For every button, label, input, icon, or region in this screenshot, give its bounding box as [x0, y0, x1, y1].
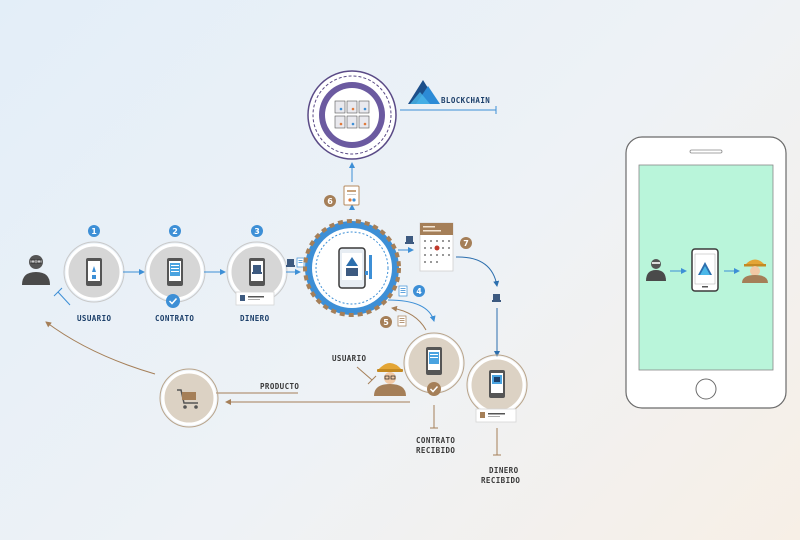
svg-text:1: 1	[91, 227, 97, 236]
svg-text:2: 2	[172, 227, 178, 236]
blockchain-node	[307, 70, 397, 160]
blockchain-label: BLOCKCHAIN	[441, 96, 490, 105]
contrato-label: CONTRATO	[155, 314, 194, 323]
blockchain-logo-icon	[408, 80, 440, 104]
tablet-user-icon	[646, 259, 666, 281]
small-bank-icon-right	[405, 236, 414, 244]
svg-text:5: 5	[383, 318, 389, 327]
dinero-recibido-label-2: RECIBIDO	[481, 476, 520, 485]
central-hub	[303, 219, 401, 317]
svg-text:4: 4	[416, 287, 422, 296]
calendar-icon	[419, 222, 454, 272]
verified-badge-icon-brown	[427, 382, 441, 396]
step-3-phone-node	[226, 241, 288, 303]
small-bank-icon	[286, 259, 295, 267]
usuario-left-label: USUARIO	[77, 314, 111, 323]
tablet-home-button[interactable]	[695, 378, 717, 400]
producto-label: PRODUCTO	[260, 382, 299, 391]
svg-text:3: 3	[254, 227, 260, 236]
small-bank-icon-down	[492, 294, 501, 302]
contrato-recibido-label-2: RECIBIDO	[416, 446, 455, 455]
cart-node	[159, 368, 219, 428]
step-2-badge: 2	[169, 225, 181, 237]
small-document-icon-5	[397, 315, 407, 327]
step-4-badge: 4	[413, 285, 425, 297]
verified-badge-icon	[166, 294, 180, 308]
small-document-icon-4	[398, 285, 408, 297]
small-document-icon	[296, 257, 305, 268]
step-6-badge: 6	[324, 195, 336, 207]
step-1-phone-node	[63, 241, 125, 303]
tablet-phone-icon	[691, 248, 719, 292]
step-3-badge: 3	[251, 225, 263, 237]
svg-text:6: 6	[327, 197, 333, 206]
tablet-worker-icon	[742, 259, 768, 283]
svg-text:7: 7	[463, 239, 469, 248]
step-7-badge: 7	[460, 237, 472, 249]
step-2-phone-node	[144, 241, 206, 303]
bank-card-received	[475, 408, 517, 423]
money-received-phone-node	[466, 354, 528, 416]
contrato-recibido-label-1: CONTRATO	[416, 436, 455, 445]
cart-icon	[177, 389, 198, 409]
user-icon	[22, 255, 50, 285]
dinero-recibido-label-1: DINERO	[489, 466, 519, 475]
dinero-label: DINERO	[240, 314, 270, 323]
step-1-badge: 1	[88, 225, 100, 237]
bank-card	[235, 291, 275, 306]
worker-icon	[374, 363, 406, 396]
step-5-badge: 5	[380, 316, 392, 328]
blockchain-blocks	[334, 100, 370, 129]
document-icon	[343, 185, 360, 206]
usuario-right-label: USUARIO	[332, 354, 366, 363]
